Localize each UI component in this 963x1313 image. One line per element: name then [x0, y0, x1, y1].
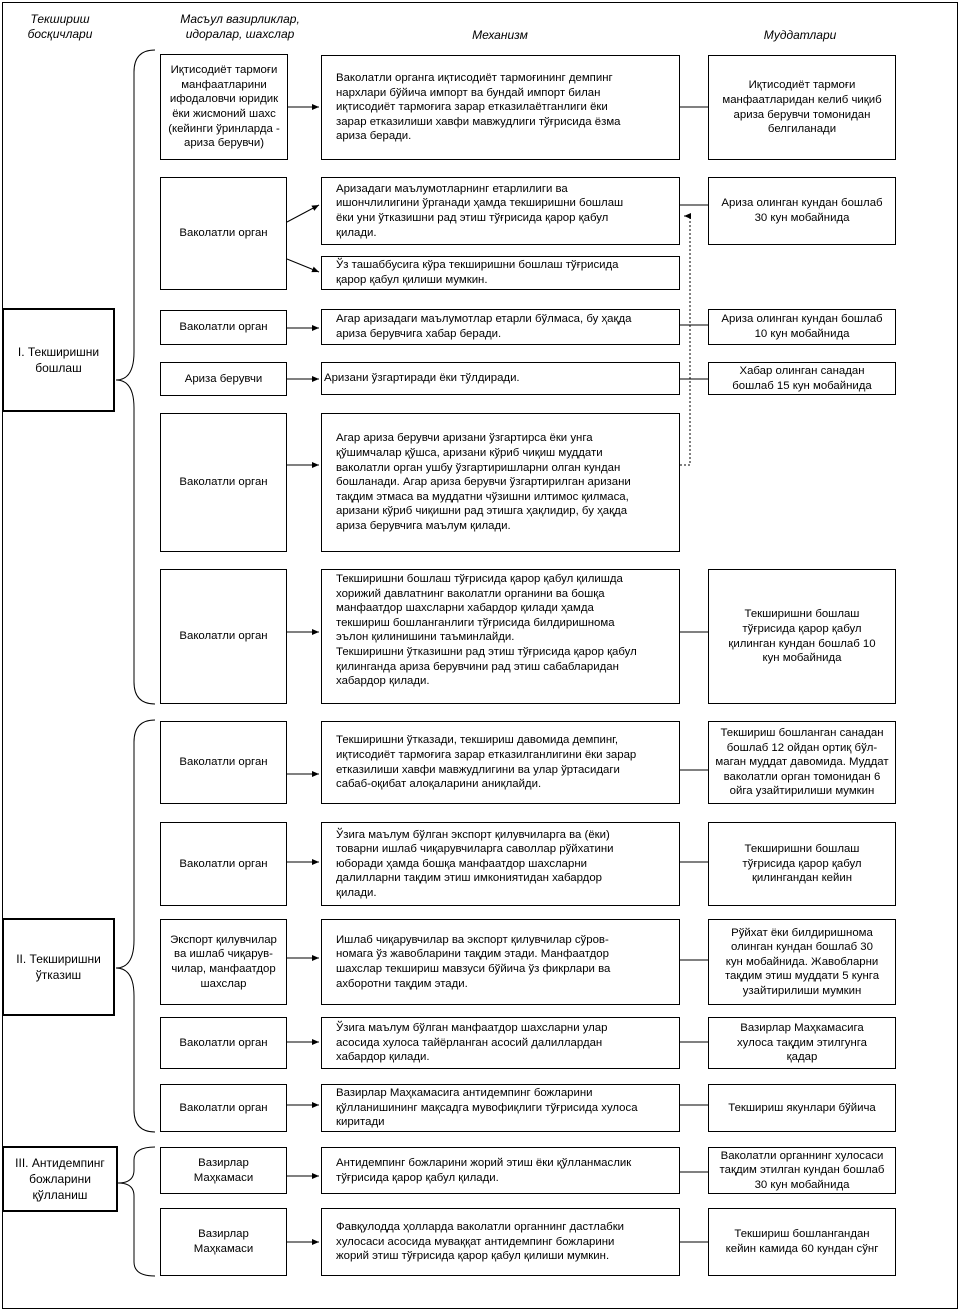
deadline-box-1: Иқтисодиёт тармоғи манфаатларидан келиб …: [708, 55, 896, 160]
responsible-box-5: Ваколатли орган: [160, 413, 287, 552]
mechanism-box-13: Фавқулодда ҳолларда ваколатли органнинг …: [321, 1208, 680, 1276]
mechanism-box-2: Аризадаги маълумотларнинг етарлилиги ва …: [321, 177, 680, 245]
responsible-box-3: Ваколатли орган: [160, 310, 287, 345]
stage-box-2: II. Текширишни ўтказиш: [2, 918, 115, 1016]
stage-box-3: III. Антидемпинг божларини қўлланиш: [2, 1146, 118, 1212]
mechanism-box-8: Ўзига маълум бўлган экспорт қилувчиларга…: [321, 822, 680, 906]
mechanism-box-11: Вазирлар Маҳкамасига антидемпинг божлари…: [321, 1084, 680, 1132]
deadline-box-9: Рўйхат ёки билдиришнома олинган кундан б…: [708, 919, 896, 1005]
mechanism-box-5: Агар ариза берувчи аризани ўзгартирса ёк…: [321, 413, 680, 552]
responsible-box-12: Вазирлар Маҳкамаси: [160, 1147, 287, 1194]
responsible-box-7: Ваколатли орган: [160, 721, 287, 804]
mechanism-box-7: Текширишни ўтказади, текшириш давомида д…: [321, 721, 680, 804]
mechanism-box-2b: Ўз ташаббусига кўра текширишни бошлаш тў…: [321, 256, 680, 290]
mechanism-box-3: Агар аризадаги маълумотлар етарли бўлмас…: [321, 309, 680, 345]
mechanism-box-9: Ишлаб чиқарувчилар ва экспорт қилувчилар…: [321, 919, 680, 1005]
responsible-box-2: Ваколатли орган: [160, 177, 287, 290]
responsible-box-8: Ваколатли орган: [160, 822, 287, 906]
responsible-box-13: Вазирлар Маҳкамаси: [160, 1208, 287, 1276]
deadline-box-4: Хабар олинган санадан бошлаб 15 кун моба…: [708, 362, 896, 395]
mechanism-box-4: Аризани ўзгартиради ёки тўлдиради.: [321, 362, 680, 395]
responsible-box-1: Иқтисодиёт тармоғи манфаатларини ифодало…: [160, 54, 288, 160]
responsible-box-6: Ваколатли орган: [160, 569, 287, 704]
header-mechanism: Механизм: [472, 28, 528, 42]
deadline-box-7: Текшириш бошланган санадан бошлаб 12 ойд…: [708, 721, 896, 804]
responsible-box-9: Экспорт қилувчилар ва ишлаб чиқарув- чил…: [160, 919, 287, 1005]
mechanism-box-12: Антидемпинг божларини жорий этиш ёки қўл…: [321, 1147, 680, 1194]
deadline-box-6: Текширишни бошлаш тўғрисида қарор қабул …: [708, 569, 896, 704]
deadline-box-13: Текшириш бошлангандан кейин камида 60 ку…: [708, 1208, 896, 1276]
deadline-box-10: Вазирлар Маҳкамасига хулоса тақдим этилг…: [708, 1017, 896, 1069]
header-responsible: Масъул вазирликлар, идоралар, шахслар: [180, 12, 300, 41]
responsible-box-11: Ваколатли орган: [160, 1084, 287, 1132]
deadline-box-2: Ариза олинган кундан бошлаб 30 кун мобай…: [708, 177, 896, 245]
header-stages: Текшириш босқичлари: [27, 12, 93, 41]
mechanism-box-6: Текширишни бошлаш тўғрисида қарор қабул …: [321, 569, 680, 704]
responsible-box-10: Ваколатли орган: [160, 1017, 287, 1069]
deadline-box-8: Текширишни бошлаш тўғрисида қарор қабул …: [708, 822, 896, 906]
deadline-box-3: Ариза олинган кундан бошлаб 10 кун мобай…: [708, 309, 896, 345]
deadline-box-12: Ваколатли органнинг хулосаси тақдим этил…: [708, 1147, 896, 1194]
header-deadlines: Муддатлари: [763, 28, 837, 42]
deadline-box-11: Текшириш якунлари бўйича: [708, 1084, 896, 1132]
mechanism-box-10: Ўзига маълум бўлган манфаатдор шахсларни…: [321, 1017, 680, 1069]
stage-box-1: I. Текширишни бошлаш: [2, 308, 115, 412]
mechanism-box-1: Ваколатли органга иқтисодиёт тармоғининг…: [321, 55, 680, 160]
responsible-box-4: Ариза берувчи: [160, 362, 287, 396]
